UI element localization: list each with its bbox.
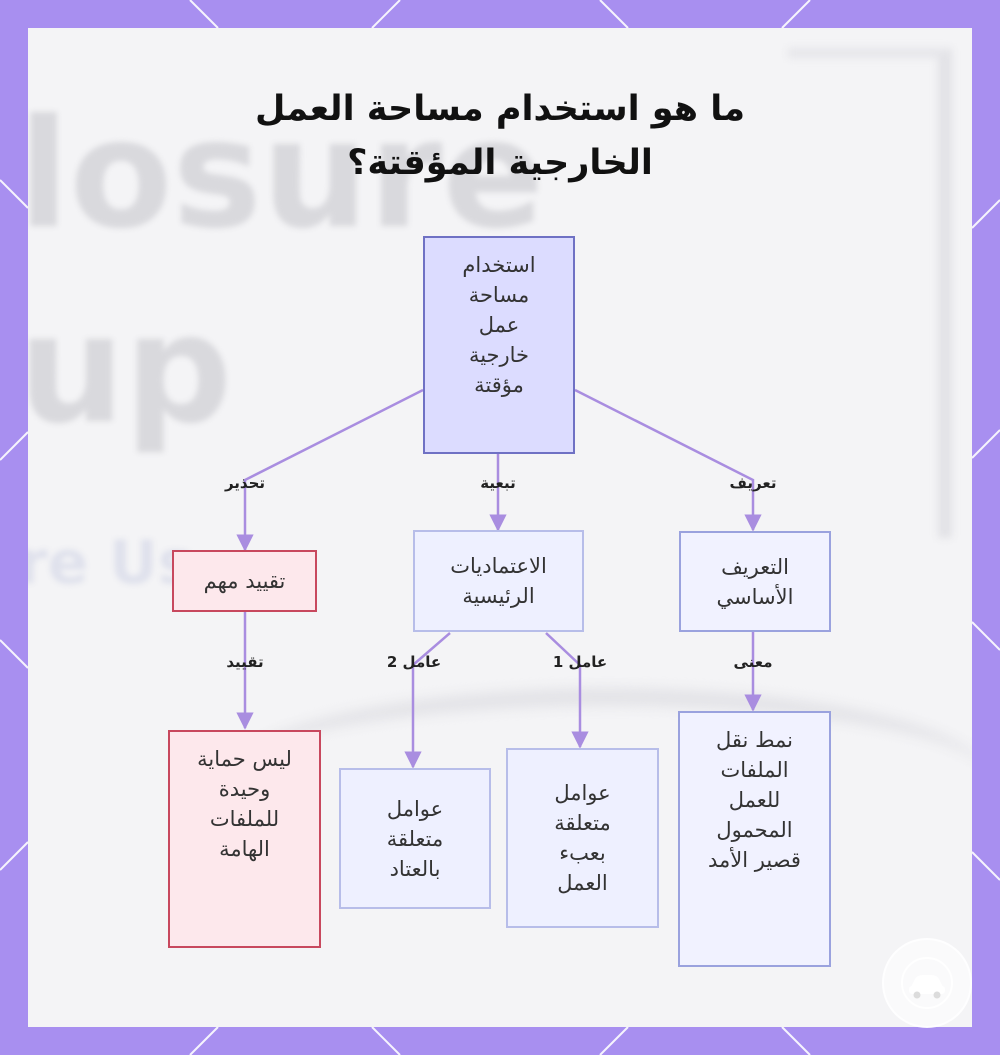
node-workload-factors: عوامل متعلقة بعبء العمل bbox=[506, 748, 659, 928]
node-dependencies: الاعتماديات الرئيسية bbox=[413, 530, 584, 632]
node-file-transfer-pattern: نمط نقل الملفات للعمل المحمول قصير الأمد bbox=[678, 711, 831, 967]
edge-dependencies-to-hardware bbox=[404, 632, 451, 769]
edge-label-dependency: تبعية bbox=[480, 474, 516, 492]
edge-root-to-warning bbox=[236, 388, 424, 552]
edge-label-factor-1: عامل 1 bbox=[552, 653, 608, 671]
node-definition: التعريف الأساسي bbox=[679, 531, 831, 632]
car-logo-icon bbox=[901, 957, 953, 1009]
diagram-title: ما هو استخدام مساحة العمل الخارجية المؤق… bbox=[180, 82, 820, 190]
edge-label-restriction: تقييد bbox=[226, 653, 264, 671]
node-root: استخدام مساحة عمل خارجية مؤقتة bbox=[423, 236, 575, 454]
edge-dependencies-to-workload bbox=[545, 632, 589, 749]
edge-root-to-definition bbox=[574, 388, 762, 532]
watermark-logo bbox=[882, 938, 972, 1028]
node-warning: تقييد مهم bbox=[172, 550, 317, 612]
edge-label-warning: تحذير bbox=[224, 474, 266, 492]
node-hardware-factors: عوامل متعلقة بالعتاد bbox=[339, 768, 491, 909]
edge-label-factor-2: عامل 2 bbox=[386, 653, 442, 671]
title-line-1: ما هو استخدام مساحة العمل bbox=[254, 89, 746, 129]
edge-label-definition: تعريف bbox=[729, 474, 777, 492]
node-not-sole-protection: ليس حماية وحيدة للملفات الهامة bbox=[168, 730, 321, 948]
edge-label-meaning: معنى bbox=[733, 653, 773, 671]
title-line-2: الخارجية المؤقتة؟ bbox=[347, 143, 653, 183]
